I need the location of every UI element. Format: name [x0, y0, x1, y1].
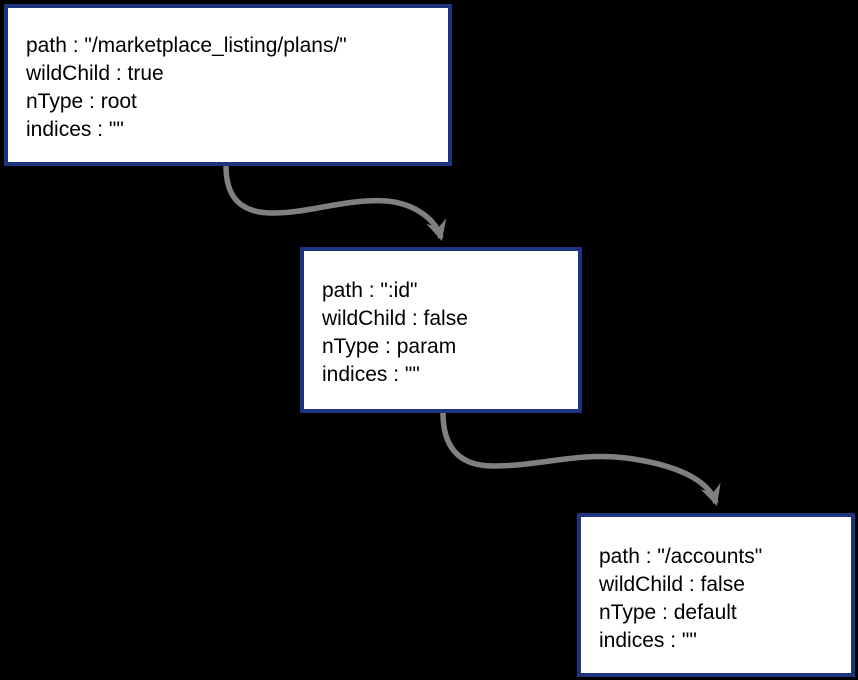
node-field-wildchild: wildChild : false: [322, 307, 468, 330]
node-field-ntype: nType : default: [599, 601, 737, 624]
node-field-indices: indices : "": [322, 363, 420, 386]
node-root: path : "/marketplace_listing/plans/" wil…: [4, 4, 452, 166]
node-field-wildchild: wildChild : true: [26, 62, 164, 85]
node-field-indices: indices : "": [26, 118, 124, 141]
node-field-path: path : ":id": [322, 279, 418, 302]
node-field-ntype: nType : param: [322, 335, 457, 358]
node-param: path : ":id" wildChild : false nType : p…: [300, 247, 582, 413]
node-field-ntype: nType : root: [26, 90, 137, 113]
node-field-path: path : "/accounts": [599, 545, 763, 568]
arrow-param-to-default: [440, 412, 721, 506]
node-field-indices: indices : "": [599, 629, 697, 652]
node-field-wildchild: wildChild : false: [599, 573, 745, 596]
node-default: path : "/accounts" wildChild : false nTy…: [577, 513, 855, 677]
arrow-root-to-param: [223, 165, 447, 242]
node-field-path: path : "/marketplace_listing/plans/": [26, 34, 347, 57]
